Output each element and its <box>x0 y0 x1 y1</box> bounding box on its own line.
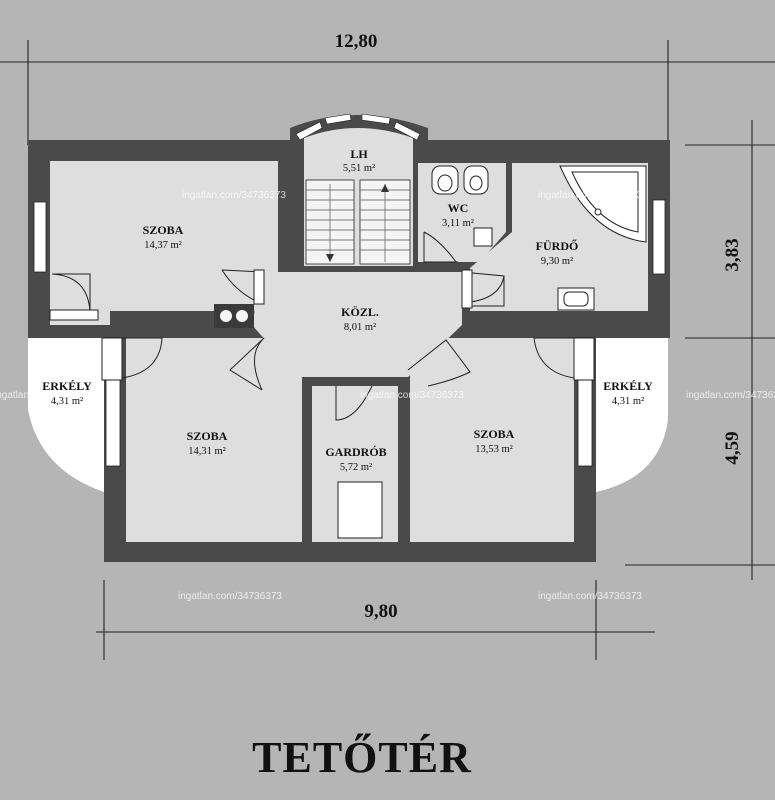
staircase <box>305 179 411 265</box>
room-floor-kozl <box>252 272 462 377</box>
dimension-top-width: 12,80 <box>335 31 378 52</box>
watermarks: ingatlan.com/34736373 ingatlan.com/34736… <box>0 190 775 602</box>
room-label-szoba-se: SZOBA <box>474 427 515 441</box>
balcony-west <box>28 338 104 492</box>
room-label-szoba-nw: SZOBA <box>143 223 184 237</box>
room-labels: LH 5,51 m² SZOBA 14,37 m² WC 3,11 m² FÜR… <box>42 147 653 473</box>
room-area-kozl: 8,01 m² <box>344 322 376 333</box>
room-floor-szoba-sw <box>126 338 302 542</box>
room-label-erkely-east: ERKÉLY <box>603 379 653 393</box>
balcony-east <box>596 338 668 492</box>
room-area-szoba-se: 13,53 m² <box>475 444 513 455</box>
room-area-szoba-sw: 14,31 m² <box>188 446 226 457</box>
plan-title: TETŐTÉR <box>252 732 472 782</box>
room-label-furdo: FÜRDŐ <box>536 238 579 253</box>
watermark-text: ingatlan.com/34736373 <box>360 390 464 401</box>
room-label-szoba-sw: SZOBA <box>187 429 228 443</box>
watermark-text: ingatlan.com/34736373 <box>178 591 282 602</box>
room-area-erkely-east: 4,31 m² <box>612 396 644 407</box>
dimension-right-upper: 3,83 <box>722 238 743 271</box>
dimension-bottom-width: 9,80 <box>364 601 397 622</box>
watermark-text: ingatlan.com/34736373 <box>538 190 642 201</box>
balconies <box>28 338 668 492</box>
room-area-gardrob: 5,72 m² <box>340 462 372 473</box>
watermark-text: ingatlan.com/34736373 <box>538 591 642 602</box>
fixtures <box>214 165 647 539</box>
room-floor-szoba-se <box>410 338 574 542</box>
room-area-furdo: 9,30 m² <box>541 256 573 267</box>
room-area-lh: 5,51 m² <box>343 163 375 174</box>
watermark-text: ingatlan.com/34736373 <box>686 390 775 401</box>
room-label-wc: WC <box>448 201 469 215</box>
room-label-gardrob: GARDRÓB <box>325 445 386 459</box>
watermark-text: ingatlan.com/34736373 <box>0 390 98 401</box>
room-area-wc: 3,11 m² <box>442 218 474 229</box>
room-label-lh: LH <box>350 147 368 161</box>
windows <box>33 113 666 467</box>
room-label-erkely-west: ERKÉLY <box>42 379 92 393</box>
room-area-erkely-west: 4,31 m² <box>51 396 83 407</box>
room-floors <box>50 128 648 542</box>
room-label-kozl: KÖZL. <box>341 305 379 319</box>
watermark-text: ingatlan.com/34736373 <box>182 190 286 201</box>
dimension-right-lower: 4,59 <box>722 431 743 464</box>
dimension-lines <box>0 40 775 660</box>
room-area-szoba-nw: 14,37 m² <box>144 240 182 251</box>
doors <box>49 231 595 421</box>
